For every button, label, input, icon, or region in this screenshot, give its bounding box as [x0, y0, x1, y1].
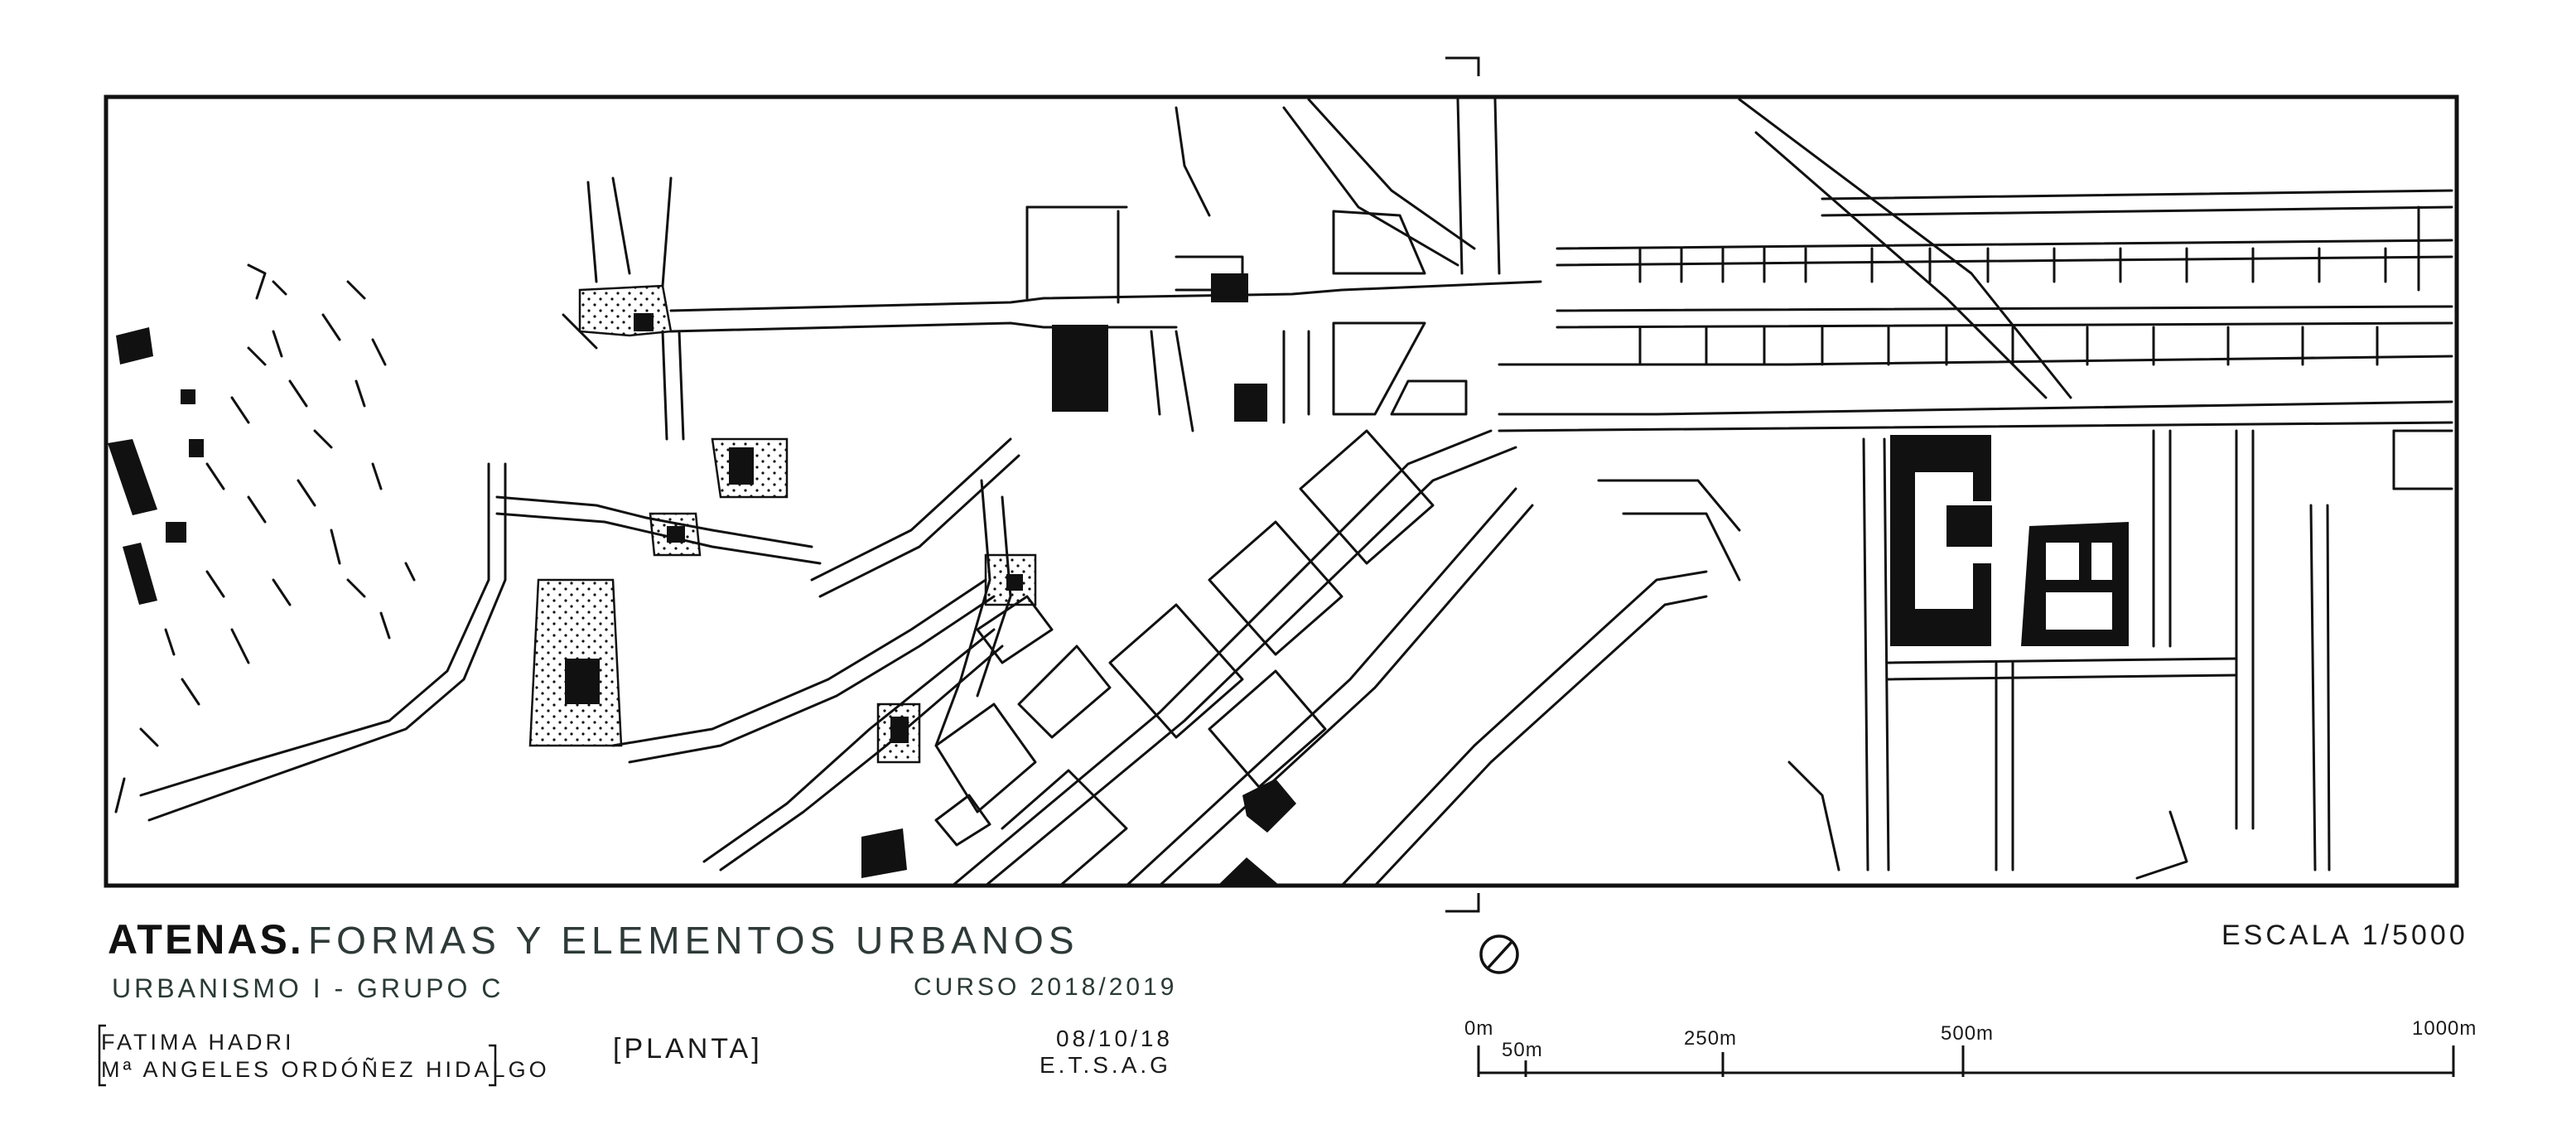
drawing-date: 08/10/18: [1056, 1026, 1173, 1051]
map-title: ATENAS.: [108, 916, 304, 963]
registration-marks: [1445, 56, 1480, 913]
map-plan: [108, 99, 2453, 884]
scale-tick-label: 250m: [1684, 1027, 1738, 1050]
course-year: CURSO 2018/2019: [914, 973, 1178, 1001]
scale-tick-label: 500m: [1941, 1022, 1995, 1045]
scale-tick-label: 50m: [1502, 1039, 1543, 1061]
author-name: FATIMA HADRI: [101, 1030, 295, 1055]
north-arrow-icon: [1479, 934, 1519, 974]
scale-tick-label: 0m: [1464, 1017, 1494, 1040]
plazas: [528, 284, 1037, 764]
map-frame: [104, 94, 2459, 888]
scale-tick-label: 1000m: [2412, 1017, 2477, 1040]
scale-label: ESCALA 1/5000: [2221, 920, 2468, 951]
school-name: E.T.S.A.G: [1040, 1052, 1171, 1078]
author-name: Mª ANGELES ORDÓÑEZ HIDALGO: [101, 1057, 550, 1082]
course-name: URBANISMO I - GRUPO C: [112, 973, 504, 1003]
author-bracket: [98, 1024, 497, 1087]
scale-bar: [1477, 1045, 2455, 1077]
street-network: [114, 99, 2453, 884]
map-subtitle: FORMAS Y ELEMENTOS URBANOS: [308, 919, 1079, 962]
view-label: [PLANTA]: [613, 1033, 763, 1065]
